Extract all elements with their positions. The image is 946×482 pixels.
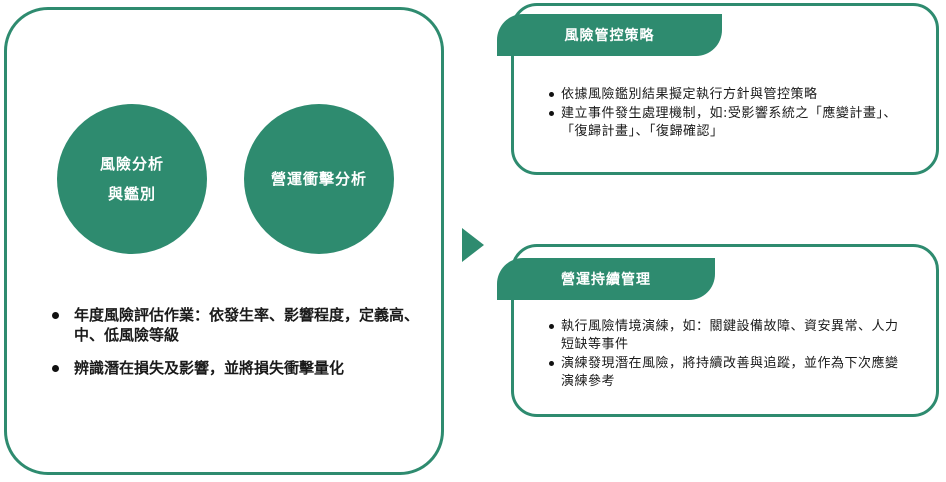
risk-control-bullet-list: 依據風險鑑別結果擬定執行方針與管控策略 建立事件發生處理機制，如:受影響系統之「…	[549, 86, 899, 142]
business-continuity-bullet: 演練發現潛在風險，將持續改善與追蹤，並作為下次應變演練參考	[549, 355, 899, 391]
business-continuity-bullet-list: 執行風險情境演練，如：關鍵設備故障、資安異常、人力短缺等事件 演練發現潛在風險，…	[549, 318, 899, 392]
circle-risk-analysis: 風險分析 與鑑別	[57, 104, 207, 254]
risk-control-bullet: 依據風險鑑別結果擬定執行方針與管控策略	[549, 86, 899, 104]
business-continuity-title: 營運持續管理	[497, 258, 715, 300]
analysis-bullet-list: 年度風險評估作業：依發生率、影響程度，定義高、中、低風險等級 辨識潛在損失及影響…	[52, 305, 422, 391]
risk-control-bullet: 建立事件發生處理機制，如:受影響系統之「應變計畫」、「復歸計畫」、「復歸確認」	[549, 105, 899, 141]
circle-business-impact-analysis: 營運衝擊分析	[244, 104, 394, 254]
circle-bia-label: 營運衝擊分析	[270, 170, 367, 188]
triangle-right-icon	[462, 228, 484, 262]
risk-control-title: 風險管控策略	[497, 14, 722, 56]
circle-risk-line1: 風險分析	[99, 155, 164, 173]
analysis-bullet: 辨識潛在損失及影響，並將損失衝擊量化	[52, 358, 422, 378]
analysis-bullet: 年度風險評估作業：依發生率、影響程度，定義高、中、低風險等級	[52, 305, 422, 345]
circle-risk-line2: 與鑑別	[107, 185, 156, 203]
analysis-panel	[4, 7, 444, 475]
business-continuity-bullet: 執行風險情境演練，如：關鍵設備故障、資安異常、人力短缺等事件	[549, 318, 899, 354]
